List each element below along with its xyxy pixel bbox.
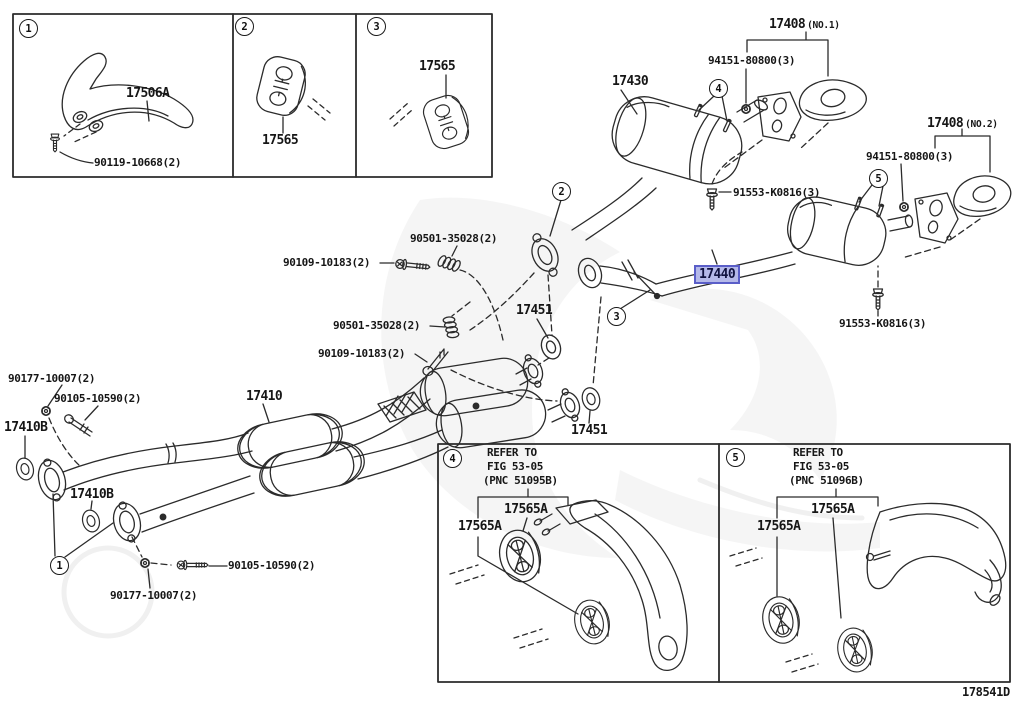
part-label-90119[interactable]: 90119-10668(2) xyxy=(94,156,182,169)
joint-hardware-drawing xyxy=(379,199,603,424)
part-label-90177-2[interactable]: 90177-10007(2) xyxy=(110,589,198,602)
part-label-90501-1[interactable]: 90501-35028(2) xyxy=(410,232,498,245)
inset-bottom-box xyxy=(437,443,1011,683)
part-label-17565a-cell4-a[interactable]: 17565A xyxy=(504,502,548,517)
bracket-17408-no1-drawing xyxy=(706,31,867,211)
part-label-91553-no2[interactable]: 91553-K0816(3) xyxy=(839,317,927,330)
front-pipe-17410-drawing xyxy=(13,354,581,589)
part-label-17565-cell2[interactable]: 17565 xyxy=(262,133,299,148)
refer-note-line3-cell5: (PNC 51096B) xyxy=(789,474,864,487)
part-label-17410b-2[interactable]: 17410B xyxy=(70,487,114,502)
watermark xyxy=(381,197,880,558)
part-label-17451-2[interactable]: 17451 xyxy=(571,423,608,438)
part-label-94151-no2[interactable]: 94151-80800(3) xyxy=(866,150,954,163)
hanger-17565-cell2-drawing xyxy=(253,53,331,134)
diagram-callout-5: 5 xyxy=(869,169,888,188)
part-label-90501-2[interactable]: 90501-35028(2) xyxy=(333,319,421,332)
part-number: 17408 xyxy=(769,17,806,32)
part-label-17565a-cell5-b[interactable]: 17565A xyxy=(757,519,801,534)
part-suffix: (NO.2) xyxy=(965,119,998,130)
part-label-90109-2[interactable]: 90109-10183(2) xyxy=(318,347,406,360)
part-label-90105-2[interactable]: 90105-10590(2) xyxy=(228,559,316,572)
refer-note-line1-cell4: REFER TO xyxy=(487,446,537,459)
part-label-17430[interactable]: 17430 xyxy=(612,74,649,89)
part-label-17451-1[interactable]: 17451 xyxy=(516,303,553,318)
part-suffix: (NO.1) xyxy=(807,20,840,31)
muffler-17440-drawing xyxy=(577,196,914,317)
refer-note-line1-cell5: REFER TO xyxy=(793,446,843,459)
part-label-94151-no1[interactable]: 94151-80800(3) xyxy=(708,54,796,67)
part-label-17410[interactable]: 17410 xyxy=(246,389,283,404)
part-label-90109-1[interactable]: 90109-10183(2) xyxy=(283,256,371,269)
part-number: 17408 xyxy=(927,116,964,131)
inset-callout-3: 3 xyxy=(367,17,386,36)
part-17440-label[interactable]: 17440 xyxy=(694,265,741,284)
part-label-17408-no1[interactable]: 17408(NO.1) xyxy=(769,15,840,31)
part-label-90177-1[interactable]: 90177-10007(2) xyxy=(8,372,96,385)
diagram-callout-1: 1 xyxy=(50,556,69,575)
refer-note-line3-cell4: (PNC 51095B) xyxy=(483,474,558,487)
inset-cell5-drawing xyxy=(729,488,1007,676)
part-label-17410b-1[interactable]: 17410B xyxy=(4,420,48,435)
inset-callout-4: 4 xyxy=(443,449,462,468)
inset-callout-5: 5 xyxy=(726,448,745,467)
muffler-17430-drawing xyxy=(531,89,769,277)
hanger-17565-cell3-drawing xyxy=(389,74,475,153)
inset-callout-1: 1 xyxy=(19,19,38,38)
inset-top-box xyxy=(12,13,493,178)
bracket-17408-no2-drawing xyxy=(858,128,1012,259)
diagram-callout-2: 2 xyxy=(552,182,571,201)
refer-note-line2-cell5: FIG 53-05 xyxy=(793,460,850,473)
part-label-17565a-cell5-a[interactable]: 17565A xyxy=(811,502,855,517)
watermark-rings xyxy=(61,477,865,639)
diagram-callout-4: 4 xyxy=(709,79,728,98)
part-label-17565-cell3[interactable]: 17565 xyxy=(419,59,456,74)
inset-callout-2: 2 xyxy=(235,17,254,36)
part-label-90105-1[interactable]: 90105-10590(2) xyxy=(54,392,142,405)
part-label-17408-no2[interactable]: 17408(NO.2) xyxy=(927,114,998,130)
part-label-91553-no1[interactable]: 91553-K0816(3) xyxy=(733,186,821,199)
support-bracket-17506a-drawing xyxy=(50,52,194,164)
figure-code: 178541D xyxy=(962,685,1010,699)
refer-note-line2-cell4: FIG 53-05 xyxy=(487,460,544,473)
diagram-callout-3: 3 xyxy=(607,307,626,326)
inset-cell4-drawing xyxy=(449,488,688,671)
part-label-17565a-cell4-b[interactable]: 17565A xyxy=(458,519,502,534)
part-label-17506a[interactable]: 17506A xyxy=(126,86,170,101)
